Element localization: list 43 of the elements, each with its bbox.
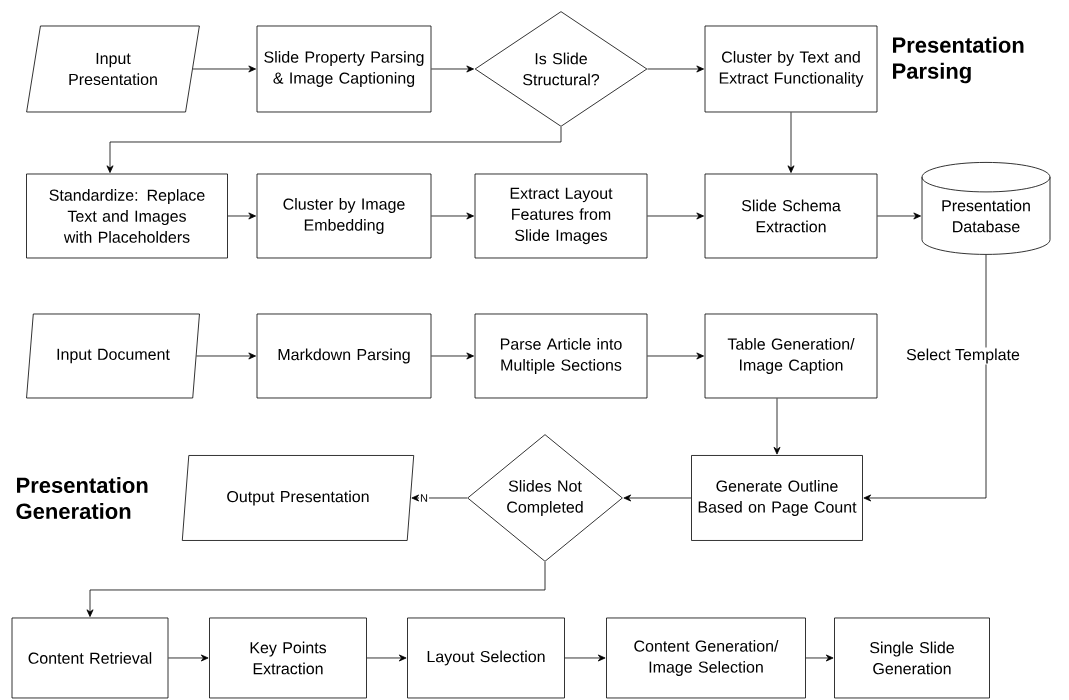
arrow	[863, 254, 987, 502]
arrow	[564, 654, 606, 662]
arrow	[86, 561, 546, 617]
arrow	[366, 654, 407, 662]
process-box: Content Generation/ Image Selection	[606, 617, 806, 699]
data-parallelogram: Input Presentation	[26, 25, 200, 113]
arrow	[196, 352, 256, 360]
process-box: Content Retrieval	[11, 617, 169, 699]
process-box: Parse Article into Multiple Sections	[474, 313, 648, 399]
process-box: Single Slide Generation	[834, 617, 990, 699]
arrow	[623, 494, 692, 502]
arrow	[773, 398, 781, 455]
arrow	[106, 126, 562, 173]
database-cylinder: Presentation Database	[921, 162, 1051, 255]
process-box: Extract Layout Features from Slide Images	[474, 173, 648, 259]
section-title: Presentation Generation	[16, 476, 148, 520]
arrow	[431, 352, 474, 360]
process-box: Generate Outline Based on Page Count	[691, 455, 863, 541]
arrow	[192, 65, 256, 73]
arrow	[411, 494, 468, 502]
process-box: Layout Selection	[407, 617, 565, 699]
arrow	[227, 212, 256, 220]
process-box: Markdown Parsing	[256, 313, 432, 399]
process-box: Cluster by Image Embedding	[256, 173, 432, 259]
arrow	[647, 352, 704, 360]
process-box: Cluster by Text and Extract Functionality	[704, 25, 878, 113]
arrow	[787, 112, 795, 173]
arrow	[877, 212, 921, 220]
arrow	[647, 212, 704, 220]
arrow	[168, 654, 209, 662]
arrow	[647, 65, 704, 73]
process-box: Table Generation/ Image Caption	[704, 313, 878, 399]
edge-label: Select Template	[906, 348, 1020, 364]
data-parallelogram: Input Document	[26, 313, 200, 399]
edge-label: N	[420, 494, 428, 502]
process-box: Key Points Extraction	[209, 617, 367, 699]
arrow	[805, 654, 834, 662]
data-parallelogram: Output Presentation	[181, 455, 415, 541]
process-box: Slide Schema Extraction	[704, 173, 878, 259]
process-box: Standardize: Replace Text and Images with Placeholders	[26, 173, 228, 259]
process-box: Slide Property Parsing & Image Captioning	[256, 25, 432, 113]
arrow	[431, 65, 474, 73]
arrow	[431, 212, 474, 220]
